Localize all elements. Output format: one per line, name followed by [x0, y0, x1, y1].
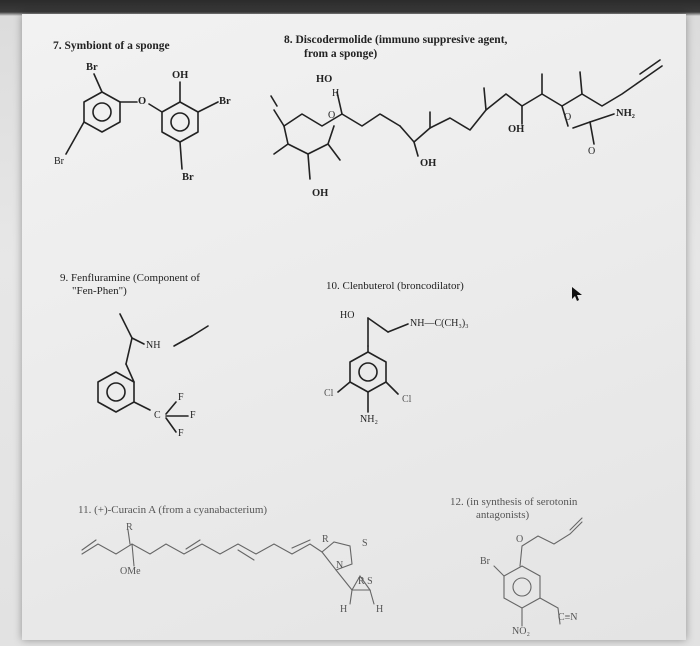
compound-9-f3: F [178, 428, 184, 439]
compound-7-br-top: Br [86, 62, 98, 73]
compound-8-ho: HO [316, 74, 333, 85]
compound-10-structure [337, 317, 409, 413]
compound-11-r: R [126, 522, 133, 533]
compound-10-ho: HO [340, 310, 355, 321]
compound-7-br-right: Br [219, 96, 231, 107]
compound-8-o-ring: O [328, 110, 336, 121]
compound-7-br-left: Br [54, 156, 64, 167]
structures-drawing [65, 59, 663, 627]
compound-8-oh-mid: OH [420, 158, 437, 169]
compound-11-s: S [362, 538, 368, 549]
compound-11-structure [81, 529, 375, 605]
compound-8-oh-bottom: OH [312, 188, 329, 199]
compound-9-structure [97, 313, 209, 433]
compound-12-cn: C≡N [558, 612, 578, 623]
compound-9-f2: F [190, 410, 196, 421]
compound-11-h1: H [340, 604, 348, 615]
compound-8-nh2: NH₂ [616, 108, 635, 119]
compound-12-no2: NO₂ [512, 626, 530, 637]
compound-8-h: H [332, 88, 340, 99]
compound-8-o-carbonyl: O [588, 146, 596, 157]
compound-11-ome: OMe [120, 566, 141, 577]
compound-8-o-ester: O [564, 112, 572, 123]
compound-7-oh: OH [172, 70, 189, 81]
compound-12-structure [493, 517, 583, 627]
compound-7-o-link: O [138, 96, 147, 107]
compound-12-title-line2: antagonists) [476, 509, 530, 521]
compound-11-title: 11. (+)-Curacin A (from a cyanabacterium… [78, 504, 268, 516]
compound-11-h2: H [376, 604, 384, 615]
worksheet-page: 7. Symbiont of a sponge Br OH O Br Br Br… [22, 14, 686, 640]
compound-10-cl-left: Cl [324, 388, 334, 399]
compound-9-c: C [154, 410, 161, 421]
compound-12-o: O [516, 534, 524, 545]
compound-9-nh: NH [146, 340, 161, 351]
compound-10-title: 10. Clenbuterol (broncodilator) [326, 280, 464, 292]
compound-9-f1: F [178, 392, 184, 403]
compound-10-nh2: NH₂ [360, 414, 378, 425]
compound-11-rs: R S [358, 576, 373, 587]
compound-11-r2: R [322, 534, 329, 545]
mouse-pointer-icon [572, 287, 582, 301]
compound-7-structure [65, 73, 219, 170]
compound-11-n: N [336, 560, 344, 571]
compound-10-nh-tbu: NH—C(CH₃)₃ [410, 318, 469, 329]
compound-7-br-bottom: Br [182, 172, 194, 183]
compound-9-title-line1: 9. Fenfluramine (Component of [60, 272, 200, 284]
compound-8-structure [270, 59, 663, 180]
compound-8-oh-right: OH [508, 124, 525, 135]
compound-8-title-line2: from a sponge) [304, 48, 378, 60]
compound-12-title-line1: 12. (in synthesis of serotonin [450, 496, 578, 508]
compound-10-cl-right: Cl [402, 394, 412, 405]
compound-12-br: Br [480, 556, 490, 567]
compound-7-title: 7. Symbiont of a sponge [53, 40, 170, 52]
compound-9-title-line2: "Fen-Phen") [72, 285, 127, 297]
compound-8-title-line1: 8. Discodermolide (immuno suppresive age… [284, 34, 508, 46]
